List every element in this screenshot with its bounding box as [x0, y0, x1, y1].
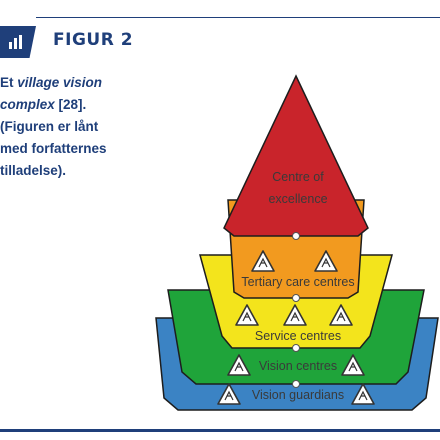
- figure-label: FIGUR 2: [53, 30, 134, 50]
- connector-node: [292, 344, 300, 352]
- connector-node: [292, 232, 300, 240]
- tier-label-vision-centres: Vision centres: [259, 359, 337, 373]
- caption-line3: (Figuren er lånt: [0, 119, 99, 134]
- header-rule: [36, 17, 440, 18]
- tier-label-centre-line2: excellence: [268, 192, 327, 206]
- figure-caption: Et village vision complex [28]. (Figuren…: [0, 72, 125, 182]
- caption-line4: med forfatternes: [0, 141, 107, 156]
- caption-line1-prefix: Et: [0, 75, 18, 90]
- bar-chart-icon: [9, 35, 22, 49]
- tier-centre-of-excellence: [223, 74, 369, 237]
- tier-label-centre-line1: Centre of: [272, 170, 324, 184]
- bottom-rule: [0, 429, 440, 432]
- tier-label-vision-guardians: Vision guardians: [252, 388, 344, 402]
- figure-badge: [0, 26, 36, 58]
- tier-centre-of-excellence-shape: [223, 74, 369, 237]
- caption-line2-italic: complex: [0, 97, 55, 112]
- figure-header: FIGUR 2: [0, 0, 440, 60]
- connector-node: [292, 294, 300, 302]
- tier-label-service: Service centres: [255, 329, 341, 343]
- tier-connectors: [292, 232, 300, 388]
- connector-node: [292, 380, 300, 388]
- caption-line2-suffix: [28].: [54, 97, 87, 112]
- caption-line5: tilladelse).: [0, 163, 67, 178]
- tier-label-tertiary: Tertiary care centres: [241, 275, 354, 289]
- caption-line1-italic: village vision: [17, 75, 103, 90]
